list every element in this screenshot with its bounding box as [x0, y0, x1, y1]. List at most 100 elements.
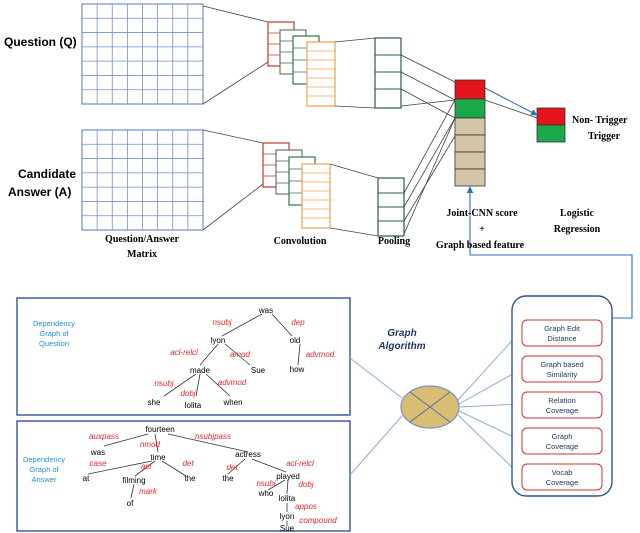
feature-label: Distance	[547, 334, 576, 343]
non-trigger-label: Non- Trigger	[572, 115, 628, 126]
a-node-actress: actress	[235, 450, 261, 459]
a-edge-dobj: dobj	[298, 480, 313, 489]
feature-label: Graph Edit	[544, 324, 581, 333]
feature-box	[521, 319, 603, 347]
q-edge-amod: amod	[230, 350, 251, 359]
a-edge-nmod: nmod	[140, 440, 161, 449]
feature-label: Similarity	[547, 370, 578, 379]
joint-feature-vector	[454, 79, 486, 187]
a-edge-acl: acl	[141, 462, 151, 471]
feedback-arrow-to-output	[484, 87, 538, 116]
q-node-was: was	[258, 306, 273, 315]
q-node-how: how	[290, 365, 305, 374]
a-edge-det1: det	[182, 459, 194, 468]
answer-matrix	[81, 129, 204, 231]
matrix-label-line2: Matrix	[127, 249, 157, 260]
output-vector	[536, 107, 566, 143]
feature-label: Graph based	[540, 360, 583, 369]
trigger-label: Trigger	[588, 131, 621, 142]
answer-tree-edge-labels: auxpass nmod nsubjpass case acl det det …	[89, 432, 337, 525]
a-node-the1: the	[184, 474, 196, 483]
question-graph-box	[16, 297, 351, 416]
feature-label: Coverage	[546, 442, 579, 451]
a-node-of: of	[127, 499, 134, 508]
logistic-label-line1: Logistic	[560, 208, 594, 219]
q-node-lyon: lyon	[211, 336, 226, 345]
graph-algorithm-connectors	[349, 331, 521, 476]
question-graph-title-1: Dependency	[33, 319, 75, 328]
feature-box	[521, 463, 603, 491]
answer-graph-title-3: Answer	[31, 475, 57, 484]
a-edge-case: case	[90, 459, 107, 468]
q-node-when: when	[222, 398, 242, 407]
score-label-line1: Joint-CNN score	[446, 208, 518, 219]
question-label: Question (Q)	[4, 35, 77, 49]
a-node-was: was	[90, 448, 105, 457]
projection-lines	[202, 5, 269, 231]
feature-box	[521, 427, 603, 455]
answer-graph-title-2: Graph of	[29, 465, 59, 474]
answer-label-line2: Answer (A)	[8, 185, 71, 199]
a-node-played: played	[276, 472, 300, 481]
a-edge-mark: mark	[139, 487, 158, 496]
score-label-line3: Graph based feature	[436, 240, 525, 251]
question-graph-title-2: Graph of	[39, 329, 69, 338]
question-tree-nodes: was lyon old made Sue how she lolita whe…	[148, 306, 305, 410]
q-node-sue: Sue	[251, 366, 266, 375]
pool-to-vector-lines	[400, 54, 538, 235]
feature-label: Relation	[548, 396, 576, 405]
answer-convolution	[262, 142, 331, 229]
q-node-old: old	[290, 336, 301, 345]
a-node-the2: the	[222, 474, 234, 483]
question-tree-edges	[163, 313, 301, 397]
a-node-lyon: lyon	[280, 512, 295, 521]
q-edge-advmod: advmod	[306, 350, 335, 359]
question-convolution	[267, 21, 336, 107]
a-edge-auxpass: auxpass	[89, 432, 119, 441]
a-node-filming: filming	[122, 476, 145, 485]
matrix-label-line1: Question/Answer	[105, 234, 179, 245]
a-edge-nsubj: nsubj	[256, 479, 275, 488]
feature-label: Vocab	[552, 468, 573, 477]
a-edge-det2: det	[226, 463, 238, 472]
q-edge-advmod2: advmod	[218, 378, 247, 387]
answer-tree-edges	[87, 433, 289, 526]
question-graph-title-3: Question	[39, 339, 69, 348]
a-node-who: who	[258, 489, 274, 498]
q-node-she: she	[148, 398, 161, 407]
a-node-time: time	[150, 453, 166, 462]
a-edge-acl-relcl: acl-relcl	[286, 459, 314, 468]
score-label-line2: +	[479, 224, 485, 235]
a-edge-appos: appos	[295, 502, 317, 511]
a-node-sue: Sue	[280, 524, 295, 533]
a-node-at: at	[83, 474, 90, 483]
question-matrix	[81, 3, 204, 105]
a-node-fourteen: fourteen	[145, 425, 174, 434]
q-edge-dobj: dobj	[180, 389, 195, 398]
logistic-label-line2: Regression	[554, 224, 601, 235]
feedback-arrow-from-features	[466, 186, 633, 319]
convolution-label: Convolution	[274, 236, 327, 247]
feature-box	[521, 355, 603, 383]
answer-label-line1: Candidate	[18, 167, 76, 181]
feature-label: Coverage	[546, 406, 579, 415]
conv-to-pool-lines	[329, 37, 379, 237]
q-edge-nsubj: nsubj	[212, 318, 231, 327]
a-edge-nsubjpass: nsubjpass	[195, 432, 231, 441]
q-node-made: made	[190, 366, 211, 375]
a-node-lolita: lolita	[279, 494, 296, 503]
q-node-lolita: lolita	[185, 401, 202, 410]
pooling-label: Pooling	[378, 236, 410, 247]
q-edge-dep: dep	[291, 318, 305, 327]
q-edge-nsubj2: nsubj	[154, 379, 173, 388]
graph-algorithm-node	[400, 385, 460, 429]
feature-label: Coverage	[546, 478, 579, 487]
feature-label: Graph	[552, 432, 573, 441]
a-edge-compound: compound	[299, 516, 337, 525]
answer-tree-nodes: fourteen was time actress at filming the…	[83, 425, 300, 533]
feature-box	[521, 391, 603, 419]
answer-pooling	[377, 177, 405, 237]
answer-graph-box	[16, 420, 351, 532]
